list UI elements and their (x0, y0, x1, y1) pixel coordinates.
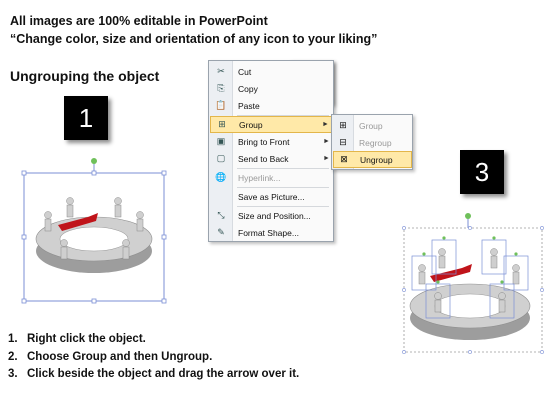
menu-item-format-shape[interactable]: ✎ Format Shape... (210, 224, 333, 241)
step-badge-3: 3 (460, 150, 504, 194)
paste-icon: 📋 (215, 100, 227, 110)
menu-separator (237, 206, 329, 207)
step-text: Choose Group and then Ungroup. (27, 350, 213, 363)
step-number: 3. (8, 368, 18, 380)
rotate-handle (465, 213, 471, 219)
menu-item-label: Size and Position... (238, 210, 311, 221)
menu-item-send-to-back[interactable]: ▢ Send to Back ► (210, 150, 333, 167)
step-badge-1: 1 (64, 96, 108, 140)
submenu-item-label: Ungroup (360, 154, 393, 165)
menu-item-group[interactable]: ⊞ Group ► (210, 116, 333, 133)
send-to-back-icon: ▢ (216, 153, 226, 163)
ungrouped-ring-figure[interactable] (398, 212, 548, 357)
menu-separator (237, 187, 329, 188)
menu-item-cut[interactable]: ✂ Cut (210, 63, 333, 80)
menu-item-copy[interactable]: ⎘ Copy (210, 80, 333, 97)
menu-item-size-and-position[interactable]: ⤡ Size and Position... (210, 207, 333, 224)
menu-item-label: Bring to Front (238, 136, 290, 147)
grouped-ring-figure[interactable] (18, 155, 168, 305)
menu-separator (237, 168, 329, 169)
menu-item-label: Save as Picture... (238, 191, 305, 202)
instruction-step-1: 1. Right click the object. (8, 331, 299, 349)
header-line-1: All images are 100% editable in PowerPoi… (10, 14, 268, 28)
submenu-arrow-icon: ► (322, 121, 329, 128)
page-header: All images are 100% editable in PowerPoi… (10, 12, 377, 48)
context-menu: ✂ Cut ⎘ Copy 📋 Paste ⊞ Group ► ▣ Bring t… (208, 60, 334, 242)
menu-item-hyperlink[interactable]: 🌐 Hyperlink... (210, 169, 333, 186)
menu-item-label: Copy (238, 83, 258, 94)
submenu-item-label: Group (359, 120, 383, 131)
menu-item-save-as-picture[interactable]: Save as Picture... (210, 188, 333, 205)
group-icon: ⊞ (218, 119, 226, 129)
menu-item-label: Format Shape... (238, 227, 299, 238)
scissors-icon: ✂ (217, 66, 225, 76)
copy-icon: ⎘ (217, 83, 225, 93)
step-text: Right click the object. (27, 333, 146, 345)
submenu-item-regroup[interactable]: ⊟ Regroup (333, 134, 412, 151)
group-icon: ⊞ (339, 120, 347, 130)
step-number: 1. (8, 333, 18, 345)
menu-item-label: Paste (238, 100, 260, 111)
submenu-item-group[interactable]: ⊞ Group (333, 117, 412, 134)
format-shape-icon: ✎ (217, 227, 225, 237)
section-title: Ungrouping the object (10, 68, 160, 84)
submenu-arrow-icon: ► (323, 155, 330, 162)
bring-to-front-icon: ▣ (216, 136, 226, 146)
menu-item-paste[interactable]: 📋 Paste (210, 97, 333, 114)
submenu-item-label: Regroup (359, 137, 392, 148)
step-number: 2. (8, 350, 18, 363)
red-arrow-segment (58, 213, 98, 231)
size-position-icon: ⤡ (217, 210, 225, 220)
menu-item-bring-to-front[interactable]: ▣ Bring to Front ► (210, 133, 333, 150)
rotate-handle (91, 158, 97, 164)
instruction-list: 1. Right click the object. 2. Choose Group… (8, 331, 299, 384)
instruction-step-2: 2. Choose Group and then Ungroup. (8, 349, 299, 367)
instruction-step-3: 3. Click beside the object and drag the a… (8, 366, 299, 384)
submenu-item-ungroup[interactable]: ⊠ Ungroup (333, 151, 412, 168)
header-line-2: “Change color, size and orientation of a… (10, 32, 378, 46)
menu-item-label: Cut (238, 66, 252, 77)
menu-item-label: Send to Back (238, 153, 289, 164)
red-arrow-segment (430, 264, 472, 282)
menu-item-label: Group (239, 119, 263, 130)
hyperlink-icon: 🌐 (215, 172, 227, 182)
submenu-arrow-icon: ► (323, 138, 330, 145)
menu-separator (237, 115, 329, 116)
ungroup-icon: ⊠ (340, 154, 348, 164)
step-text: Click beside the object and drag the arr… (27, 368, 300, 380)
menu-item-label: Hyperlink... (238, 172, 281, 183)
regroup-icon: ⊟ (339, 137, 347, 147)
group-submenu: ⊞ Group ⊟ Regroup ⊠ Ungroup (331, 114, 413, 170)
